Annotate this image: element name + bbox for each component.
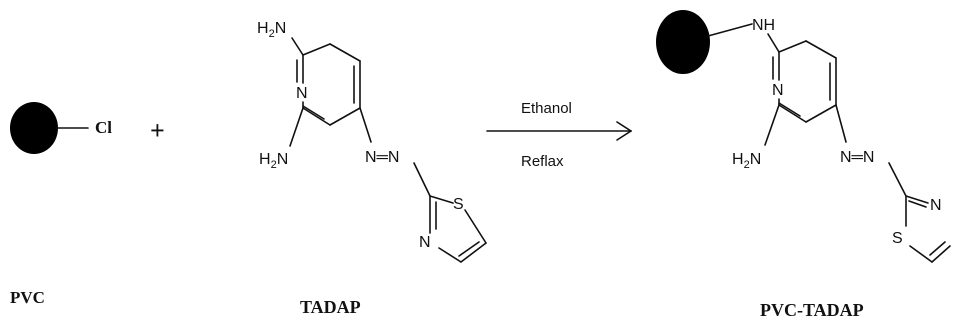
bead-nh-bond [707, 23, 753, 37]
product-azo-bond-right [888, 162, 907, 197]
thiazole-ring [429, 195, 487, 263]
plus-sign: + [150, 116, 165, 145]
nh-linker: NH [752, 17, 775, 34]
polymer-bead [10, 102, 58, 154]
product-pyridine-nitrogen: N [772, 82, 784, 99]
product-pyridine-ring [764, 40, 837, 146]
azo-bond-right [413, 162, 431, 197]
thiazole-sulfur: S [453, 196, 464, 213]
pvc-label: PVC [10, 288, 45, 307]
product-thiazole-sulfur: S [892, 230, 903, 247]
reaction-arrow [486, 121, 632, 141]
pyridine-ring [289, 37, 361, 147]
thiazole-nitrogen: N [419, 234, 431, 251]
pyridine-nitrogen: N [296, 85, 308, 102]
tadap-label: TADAP [300, 297, 361, 317]
chlorine-atom: Cl [95, 118, 112, 137]
amine-bottom-label: H2N [259, 151, 288, 171]
tadap-molecule: H2N N H2N N═N S N [257, 20, 487, 263]
azo-group: N═N [365, 149, 399, 166]
polymer-bead-product [656, 10, 710, 74]
product-amine-label: H2N [732, 151, 761, 171]
azo-bond-left [359, 107, 372, 143]
pvc-reactant: Cl [10, 102, 112, 154]
amine-top-label: H2N [257, 20, 286, 40]
solvent-label: Ethanol [521, 100, 572, 117]
pvc-tadap-label: PVC-TADAP [760, 300, 864, 320]
condition-label: Reflax [521, 153, 564, 170]
product-thiazole-nitrogen: N [930, 197, 942, 214]
product-thiazole-ring [905, 195, 951, 263]
product-azo-bond-left [835, 104, 847, 143]
product-molecule: NH N H2N N═N S [656, 10, 951, 263]
product-azo-group: N═N [840, 149, 874, 166]
